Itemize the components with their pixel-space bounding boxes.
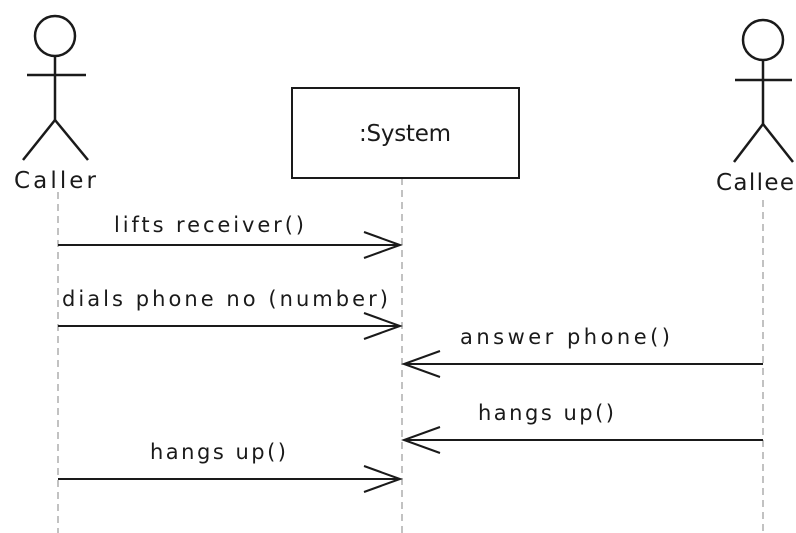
callee-actor-icon xyxy=(733,18,794,163)
caller-actor-icon xyxy=(22,14,89,161)
message-label: lifts receiver() xyxy=(114,213,304,237)
message-label: hangs up() xyxy=(150,440,286,464)
system-box xyxy=(291,87,520,179)
message-label: answer phone() xyxy=(460,325,670,349)
message-dials-phone-no: dials phone no (number) xyxy=(58,287,403,340)
callee-label: Callee xyxy=(716,170,794,196)
message-answer-phone: answer phone() xyxy=(401,325,763,378)
message-label: hangs up() xyxy=(478,401,614,425)
message-caller-hangs-up: hangs up() xyxy=(58,440,403,493)
system-label: :System xyxy=(359,121,451,147)
message-lifts-receiver: lifts receiver() xyxy=(58,213,403,259)
message-callee-hangs-up: hangs up() xyxy=(401,401,763,454)
message-label: dials phone no (number) xyxy=(62,287,388,311)
caller-label: Caller xyxy=(14,168,97,194)
